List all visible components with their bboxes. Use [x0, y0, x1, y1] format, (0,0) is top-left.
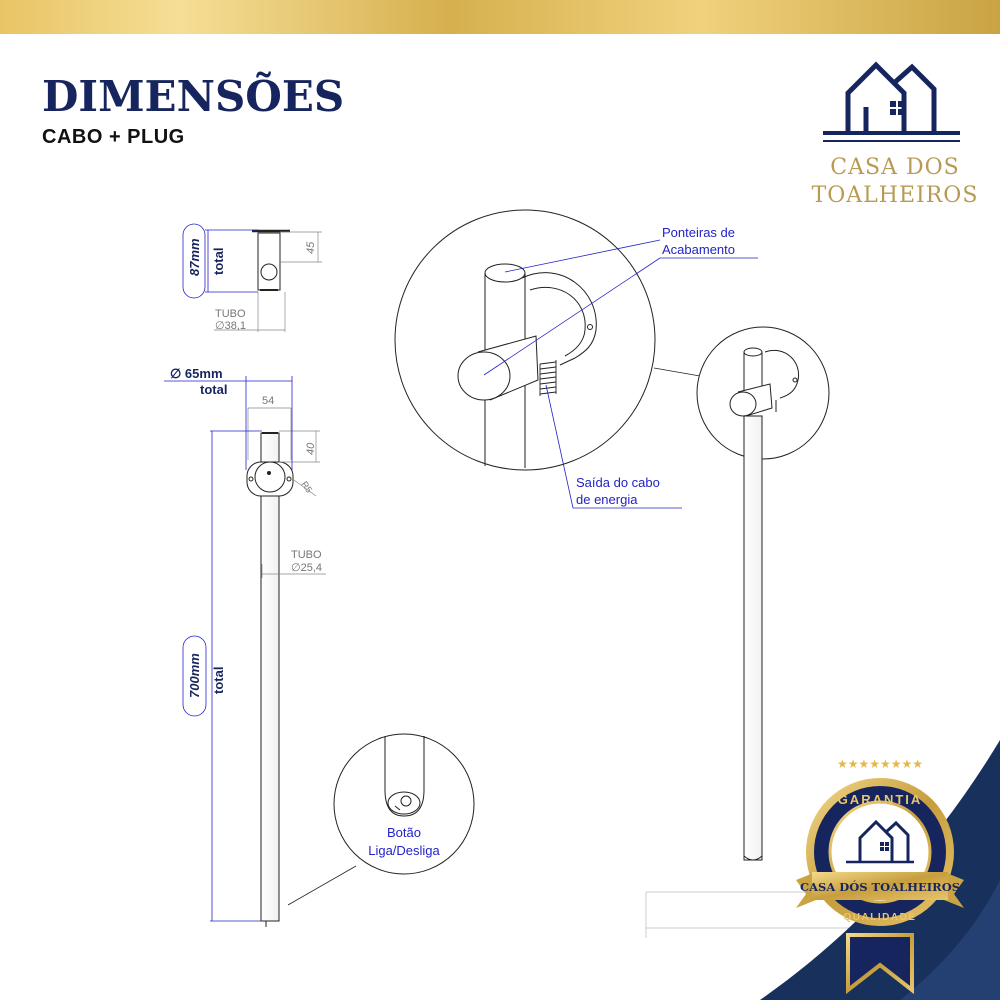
svg-text:★★★★★★★★: ★★★★★★★★ [837, 757, 923, 771]
seal-top-text: GARANTIA [838, 792, 923, 807]
top-dim-45: 45 [305, 241, 317, 254]
brand-name-line1: CASA DOS [830, 155, 960, 180]
navy-corner-shape [760, 740, 1000, 1000]
front-width-word: total [200, 382, 227, 397]
front-width-value: ∅ 65mm [170, 366, 223, 381]
front-tube-label: TUBO [291, 549, 322, 561]
front-view-dimensions [247, 407, 326, 578]
top-view [252, 229, 290, 291]
top-view-dimensions [214, 231, 322, 332]
detail-circle-button [333, 733, 475, 875]
right-view-tube [743, 415, 763, 861]
callout-saida-line2: de energia [576, 492, 638, 507]
button-link-line [287, 865, 357, 906]
seal-bottom-text: QUALIDADE [844, 912, 917, 923]
front-height-value: 700mm [187, 653, 202, 698]
page-title: DIMENSÕES [42, 72, 345, 121]
callout-lines [483, 239, 758, 509]
front-dim-r5: R5 [299, 479, 314, 494]
detail-circle-right [696, 326, 830, 460]
front-dim-40: 40 [305, 442, 317, 455]
detail-circle-large [394, 209, 656, 471]
callout-ponteiras-line1: Ponteiras de [662, 225, 735, 240]
detail-link-line [653, 367, 701, 377]
top-height-word: total [211, 248, 226, 275]
page-subtitle: CABO + PLUG [42, 126, 185, 148]
callout-saida-line1: Saída do cabo [576, 475, 660, 490]
callout-ponteiras-line2: Acabamento [662, 242, 735, 257]
callout-botao-line1: Botão [387, 825, 421, 840]
top-tube-label: TUBO [215, 308, 246, 320]
quality-seal-icon: ★★★★★★★★ [796, 757, 964, 995]
front-view-tube [260, 432, 280, 927]
gold-top-bar [0, 0, 1000, 34]
front-view-flange [246, 461, 294, 497]
top-view-height-dim [182, 223, 258, 299]
top-tube-diameter: ∅38,1 [215, 320, 246, 332]
front-view-blue-dims [164, 376, 293, 922]
navy-corner-accent [900, 880, 1000, 1000]
top-height-value: 87mm [187, 238, 202, 276]
house-logo-icon [823, 61, 960, 142]
seal-ribbon-text: CASA DÓS TOALHEIROS [800, 880, 960, 894]
front-tube-diameter: ∅25,4 [291, 562, 322, 574]
front-height-word: total [211, 667, 226, 694]
front-dim-54: 54 [262, 395, 274, 407]
brand-name-line2: TOALHEIROS [811, 183, 979, 208]
callout-botao-line2: Liga/Desliga [368, 843, 440, 858]
